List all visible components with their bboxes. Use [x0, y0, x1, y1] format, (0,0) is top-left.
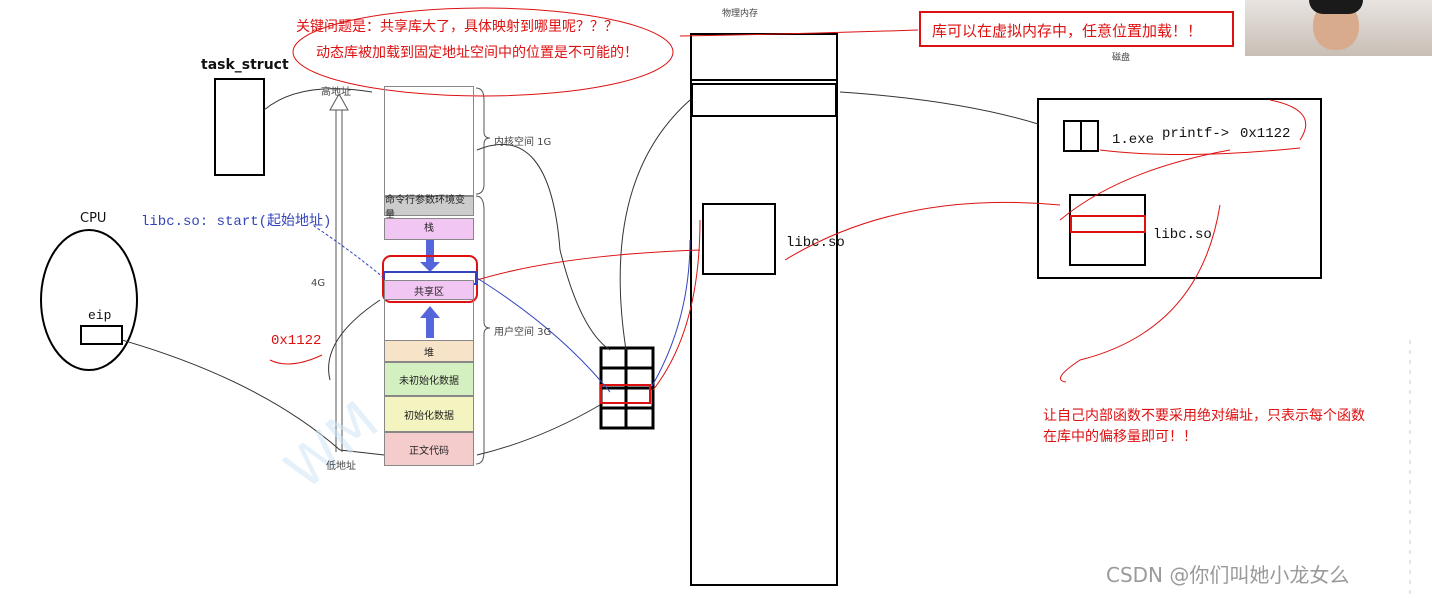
libc-so-memory-label: libc.so [786, 235, 845, 251]
cmdline-env-segment: 命令行参数环境变量 [384, 195, 474, 221]
address-0x1122-note: 0x1122 [271, 333, 322, 349]
svg-text:WM: WM [273, 389, 390, 502]
size-4g-label: 4G [311, 278, 326, 289]
disk-label: 磁盘 [1112, 53, 1131, 63]
presenter-hair-icon [1309, 0, 1363, 14]
user-space-label: 用户空间 3G [494, 327, 552, 338]
cpu-label: CPU [80, 211, 107, 226]
impossible-note: 动态库被加载到固定地址空间中的位置是不可能的！ [316, 45, 638, 61]
task-struct-label: task_struct [201, 57, 289, 73]
kernel-space-segment [384, 86, 474, 196]
csdn-watermark: CSDN @你们叫她小龙女么 [1106, 563, 1350, 587]
low-address-label: 低地址 [326, 461, 356, 472]
printf-reference-label: printf-> [1162, 126, 1230, 142]
heap-segment: 堆 [384, 340, 474, 362]
gap-segment [384, 300, 474, 340]
exe-name-label: 1.exe [1112, 132, 1155, 148]
text-segment: 正文代码 [384, 432, 474, 466]
libc-so-disk-label: libc.so [1153, 227, 1212, 243]
stack-segment: 栈 [384, 218, 474, 240]
data-segment: 初始化数据 [384, 396, 474, 432]
load-anywhere-note: 库可以在虚拟内存中，任意位置加载！！ [932, 22, 1203, 40]
offset-note-line-2: 在库中的偏移量即可！！ [1043, 429, 1197, 445]
key-question-note: 关键问题是：共享库大了，具体映射到哪里呢？？？ [296, 19, 618, 35]
shared-region-segment: 共享区 [384, 280, 474, 300]
offset-note-line-1: 让自己内部函数不要采用绝对编址，只表示每个函数 [1043, 408, 1365, 424]
physical-memory-label: 物理内存 [722, 9, 759, 19]
bss-segment: 未初始化数据 [384, 362, 474, 396]
kernel-space-label: 内核空间 1G [494, 137, 552, 148]
eip-label: eip [88, 308, 112, 323]
high-address-label: 高地址 [321, 87, 351, 98]
webcam-thumbnail [1245, 0, 1432, 56]
printf-address-label: 0x1122 [1240, 126, 1291, 142]
libc-start-label: libc.so: start(起始地址) [141, 214, 332, 230]
